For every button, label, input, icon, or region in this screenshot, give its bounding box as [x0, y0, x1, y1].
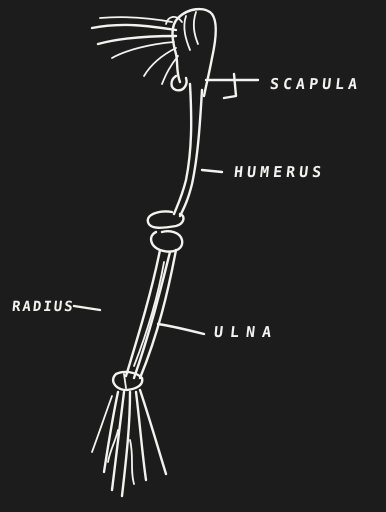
scapula-bone — [92, 9, 216, 96]
ulna-label: ULNA — [213, 323, 279, 341]
ulna-leader-line — [158, 324, 204, 334]
scapula-label: SCAPULA — [269, 75, 362, 93]
radius-label: RADIUS — [11, 299, 75, 315]
ulna-bone — [140, 250, 176, 378]
humerus-label: HUMERUS — [233, 163, 326, 181]
humerus-leader-line — [202, 170, 222, 172]
radius-leader-line — [74, 306, 100, 310]
hand-bones — [92, 372, 166, 496]
forearm-bones — [126, 250, 176, 378]
humerus-bone — [148, 84, 202, 252]
scapula-bracket — [224, 74, 236, 98]
